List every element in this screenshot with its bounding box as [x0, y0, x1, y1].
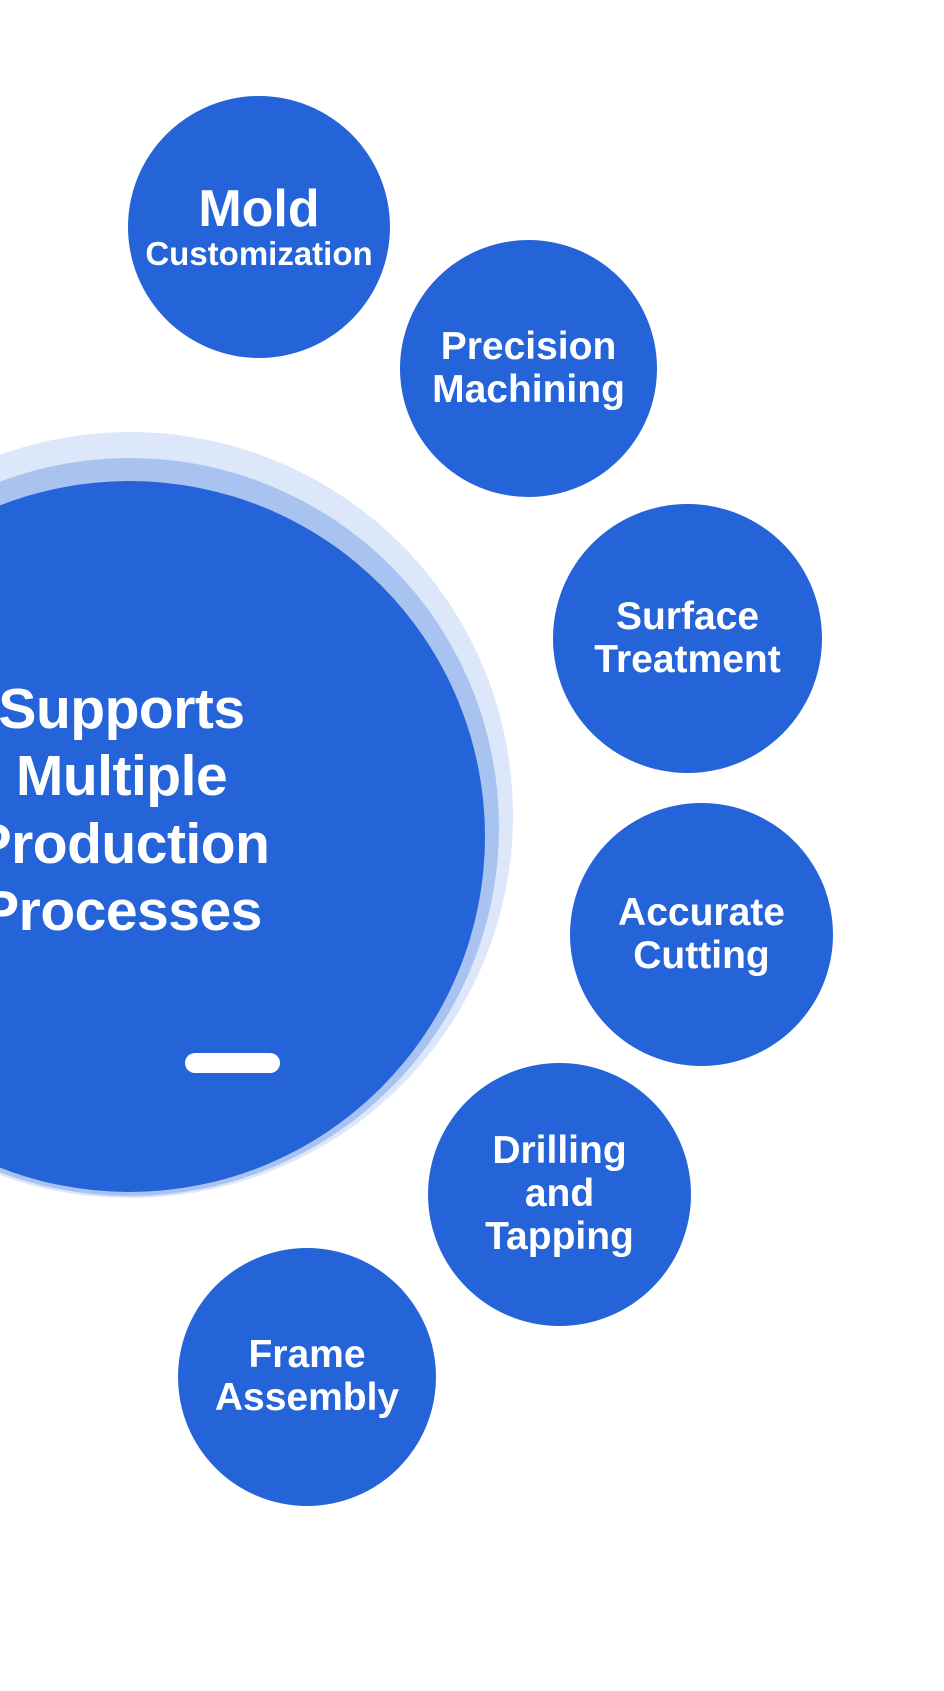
bubble-mold-customization-label-group: Mold Customization	[128, 179, 390, 273]
bubble-frame-assembly-label: Frame Assembly	[214, 1333, 400, 1419]
hero-divider-bar	[185, 1053, 280, 1073]
bubble-surface-treatment-label: Surface Treatment	[594, 594, 781, 681]
bubble-mold-customization[interactable]: Mold Customization	[128, 96, 390, 358]
bubble-accurate-cutting[interactable]: Accurate Cutting	[570, 803, 833, 1066]
hero-circle-group: Supports Multiple Production Processes	[0, 432, 513, 1198]
bubble-mold-customization-line2: Customization	[145, 235, 373, 273]
bubble-frame-assembly[interactable]: Frame Assembly	[178, 1248, 436, 1506]
hero-title: Supports Multiple Production Processes	[0, 677, 270, 943]
bubble-precision-machining-label: Precision Machining	[432, 324, 625, 411]
bubble-mold-customization-line1: Mold	[198, 179, 320, 238]
bubble-accurate-cutting-label: Accurate Cutting	[618, 890, 785, 977]
bubble-drilling-and-tapping[interactable]: Drilling and Tapping	[428, 1063, 691, 1326]
bubble-precision-machining[interactable]: Precision Machining	[400, 240, 657, 497]
bubble-surface-treatment[interactable]: Surface Treatment	[553, 504, 822, 773]
bubble-drilling-and-tapping-label: Drilling and Tapping	[485, 1129, 634, 1258]
